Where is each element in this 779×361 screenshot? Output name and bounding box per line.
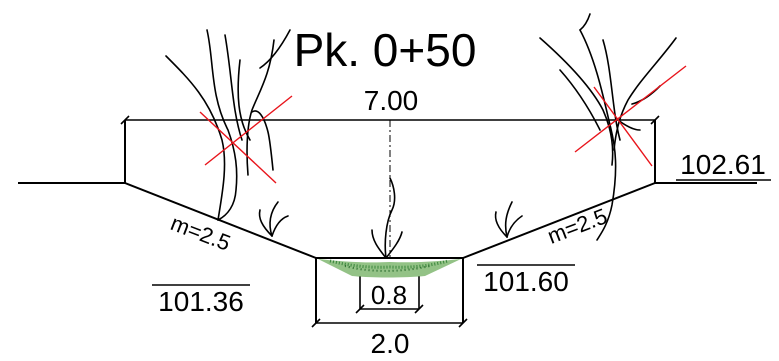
channel-bottom-vegetation: [318, 259, 461, 278]
left-tree: [165, 55, 226, 221]
channel-profile: [18, 120, 757, 323]
right-top-elevation-label: 102.61: [680, 149, 766, 180]
elevation-marks: [152, 179, 771, 286]
depth-box: [355, 276, 424, 314]
right-cross-line-1: [574, 65, 687, 153]
bottom-width-dimension: [311, 318, 468, 328]
depth-label: 0.8: [371, 280, 407, 310]
right-slope-label: m=2.5: [544, 203, 611, 248]
red-cross-marks: [199, 65, 687, 184]
right-cross-line-2: [593, 86, 653, 167]
right-slope-line: [462, 182, 656, 259]
top-width-label: 7.00: [364, 85, 419, 116]
section-title: Pk. 0+50: [294, 24, 477, 76]
left-bottom-elevation-label: 101.36: [158, 286, 244, 317]
left-cross-line-2: [199, 111, 277, 184]
right-tree: [539, 37, 614, 166]
right-bottom-elevation-label: 101.60: [483, 266, 569, 297]
bottom-width-label: 2.0: [371, 328, 410, 359]
left-cross-line-1: [204, 95, 293, 166]
left-slope-line: [124, 182, 317, 259]
